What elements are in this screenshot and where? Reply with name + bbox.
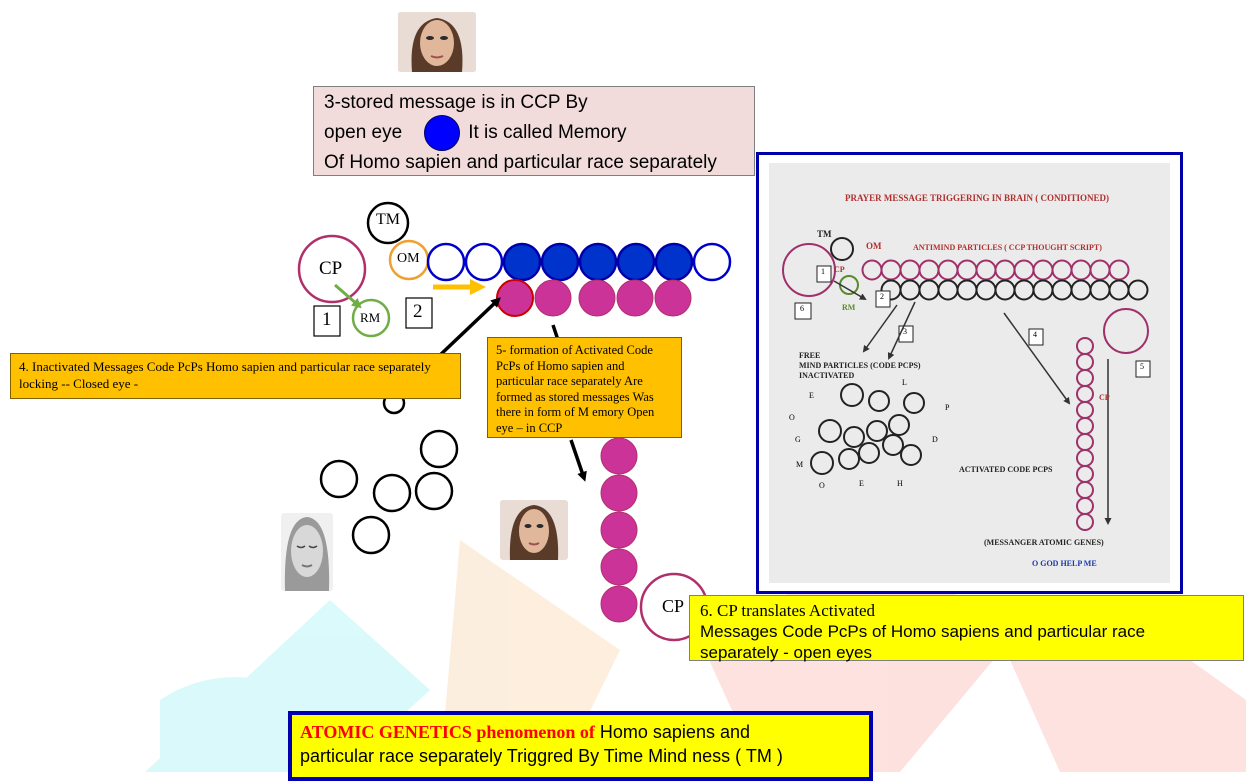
panel-messenger: (MESSANGER ATOMIC GENES) [984,538,1104,547]
cp-label: CP [319,258,343,279]
panel-cp-label: CP [834,265,845,274]
panel-free3: INACTIVATED [799,371,855,380]
panel-letter: M [796,460,804,469]
om-label: OM [397,251,420,266]
step2-label: 2 [413,301,423,322]
rm-label: RM [360,310,381,325]
panel-god: O GOD HELP ME [1032,559,1097,568]
panel-n4: 4 [1033,330,1037,339]
rm-circle [351,298,391,338]
panel-activated: ACTIVATED CODE PCPS [959,465,1053,474]
panel-letter: G [795,435,801,444]
tm-circle [366,201,410,245]
panel-rm-label: RM [842,303,856,312]
atomic-genetics-box: ATOMIC GENETICS phenomenon of Homo sapie… [288,711,873,781]
panel-letter: O [789,413,795,422]
top-chain [426,242,732,282]
inactivated-messages-box: 4. Inactivated Messages Code PcPs Homo s… [10,353,461,399]
stored-message-box: 3-stored message is in CCP By open eye It… [313,86,755,176]
panel-letter: E [809,391,814,400]
prayer-message-figure: PRAYER MESSAGE TRIGGERING IN BRAIN ( CON… [769,163,1170,583]
atomic-genetics-line2: particular race separately Triggred By T… [300,746,783,766]
panel-free1: FREE [799,351,821,360]
vertical-chain [600,437,638,623]
face-open-eyes-top [398,12,476,72]
panel-n1: 1 [821,267,825,276]
panel-om-label: OM [866,241,882,251]
atomic-genetics-heading: ATOMIC GENETICS phenomenon of [300,722,595,742]
stored-message-line1: 3-stored message is in CCP By [324,92,588,113]
panel-title: PRAYER MESSAGE TRIGGERING IN BRAIN ( CON… [845,193,1110,203]
atomic-genetics-line1: Homo sapiens and [594,722,750,742]
panel-n2: 2 [880,292,884,301]
panel-n6: 6 [800,304,804,313]
panel-cp-right: CP [1099,393,1110,402]
step1-box [313,305,341,337]
stored-message-line2-post: It is called Memory [468,122,627,144]
cp-translates-box: 6. CP translates Activated Messages Code… [689,595,1244,662]
panel-letter: O [819,481,825,490]
prayer-message-panel: PRAYER MESSAGE TRIGGERING IN BRAIN ( CON… [756,152,1183,594]
face-open-eyes-bottom [500,500,568,560]
panel-letter: H [897,479,903,488]
panel-free2: MIND PARTICLES (CODE PCPS) [799,361,921,370]
free-circles [319,391,459,555]
blue-dot-icon [424,115,461,151]
panel-letter: E [859,479,864,488]
cp-translates-line2: Messages Code PcPs of Homo sapiens and p… [700,622,1146,641]
panel-n3: 3 [903,327,907,336]
panel-letter: L [902,378,907,387]
panel-antimind-label: ANTIMIND PARTICLES ( CCP THOUGHT SCRIPT) [913,243,1102,252]
magenta-chain [496,279,692,317]
step2-box [405,297,433,329]
stored-message-line2-pre: open eye [324,122,403,144]
inactivated-messages-text: 4. Inactivated Messages Code PcPs Homo s… [19,359,431,391]
step1-label: 1 [322,309,332,330]
stored-message-line3: Of Homo sapien and particular race separ… [324,152,717,173]
tm-label: TM [376,211,400,228]
cp-translates-line1: 6. CP translates Activated [700,601,876,620]
cp-bottom-label: CP [662,596,685,616]
panel-letter: D [932,435,938,444]
panel-tm-label: TM [817,229,832,239]
panel-n5: 5 [1140,362,1144,371]
formation-text: 5- formation of Activated Code PcPs of H… [496,343,655,435]
formation-box: 5- formation of Activated Code PcPs of H… [487,337,682,438]
panel-letter: P [945,403,950,412]
cp-translates-line3: separately - open eyes [700,643,872,662]
cp-circle [297,234,367,304]
face-closed-eyes [281,513,333,591]
